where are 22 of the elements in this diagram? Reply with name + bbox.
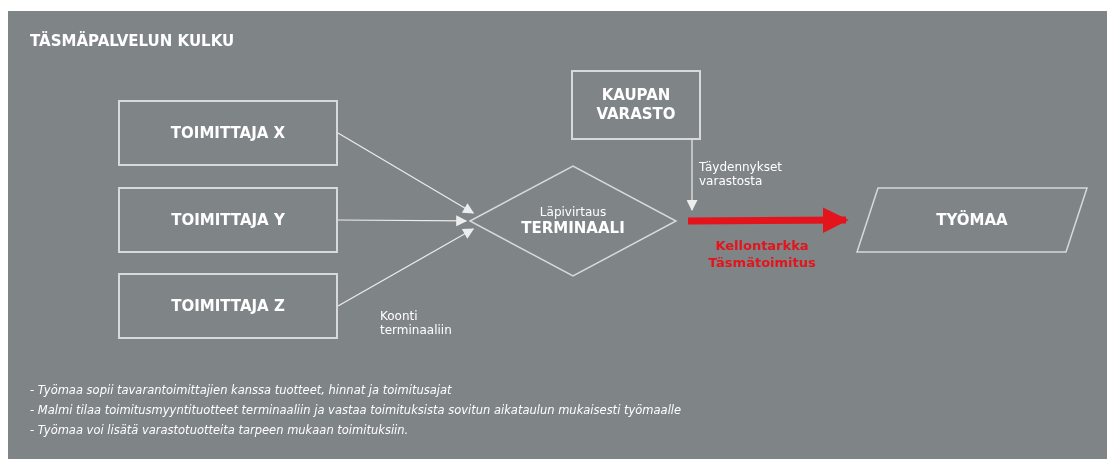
arrow [687, 207, 849, 234]
arrow [337, 215, 468, 227]
process-box [118, 273, 338, 339]
node-label: TOIMITTAJA Y [171, 210, 285, 230]
node-label: KAUPAN VARASTO [595, 86, 677, 124]
arrow [337, 132, 475, 214]
process-box [118, 100, 338, 166]
title: TÄSMÄPALVELUN KULKU [30, 32, 235, 50]
node-label: TOIMITTAJA X [170, 123, 286, 143]
note-text: - Työmaa sopii tavarantoimittajien kanssa tuotteet, hinnat ja toimitusajat [30, 383, 452, 398]
arrow [337, 228, 475, 307]
note-text: - Malmi tilaa toimitusmyyntituotteet terminaaliin ja vastaa toimituksista sovitun aikataulun mukaisesti työmaalle [30, 403, 682, 418]
node-label: TOIMITTAJA Z [171, 296, 285, 316]
node-label: Läpivirtaus [539, 204, 607, 219]
arrow [686, 139, 698, 212]
decision-diamond [470, 166, 676, 276]
node-label: TERMINAALI [521, 218, 625, 238]
parallelogram-box [856, 187, 1088, 253]
process-box [118, 187, 338, 253]
process-box [571, 70, 701, 140]
node-label: TYÖMAA [936, 210, 1008, 230]
note-text: - Työmaa voi lisätä varastotuotteita tarpeen mukaan toimituksiin. [30, 423, 409, 438]
